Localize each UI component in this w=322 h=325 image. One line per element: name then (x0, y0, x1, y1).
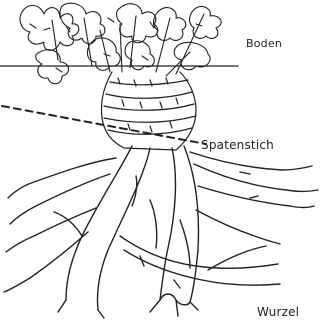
label-spatenstich: Spatenstich (201, 138, 274, 152)
spade-cut-line (2, 106, 206, 144)
label-wurzel: Wurzel (257, 305, 299, 319)
label-boden: Boden (246, 37, 282, 50)
foliage (20, 3, 221, 84)
roots (4, 146, 318, 318)
root-crown (101, 72, 196, 150)
